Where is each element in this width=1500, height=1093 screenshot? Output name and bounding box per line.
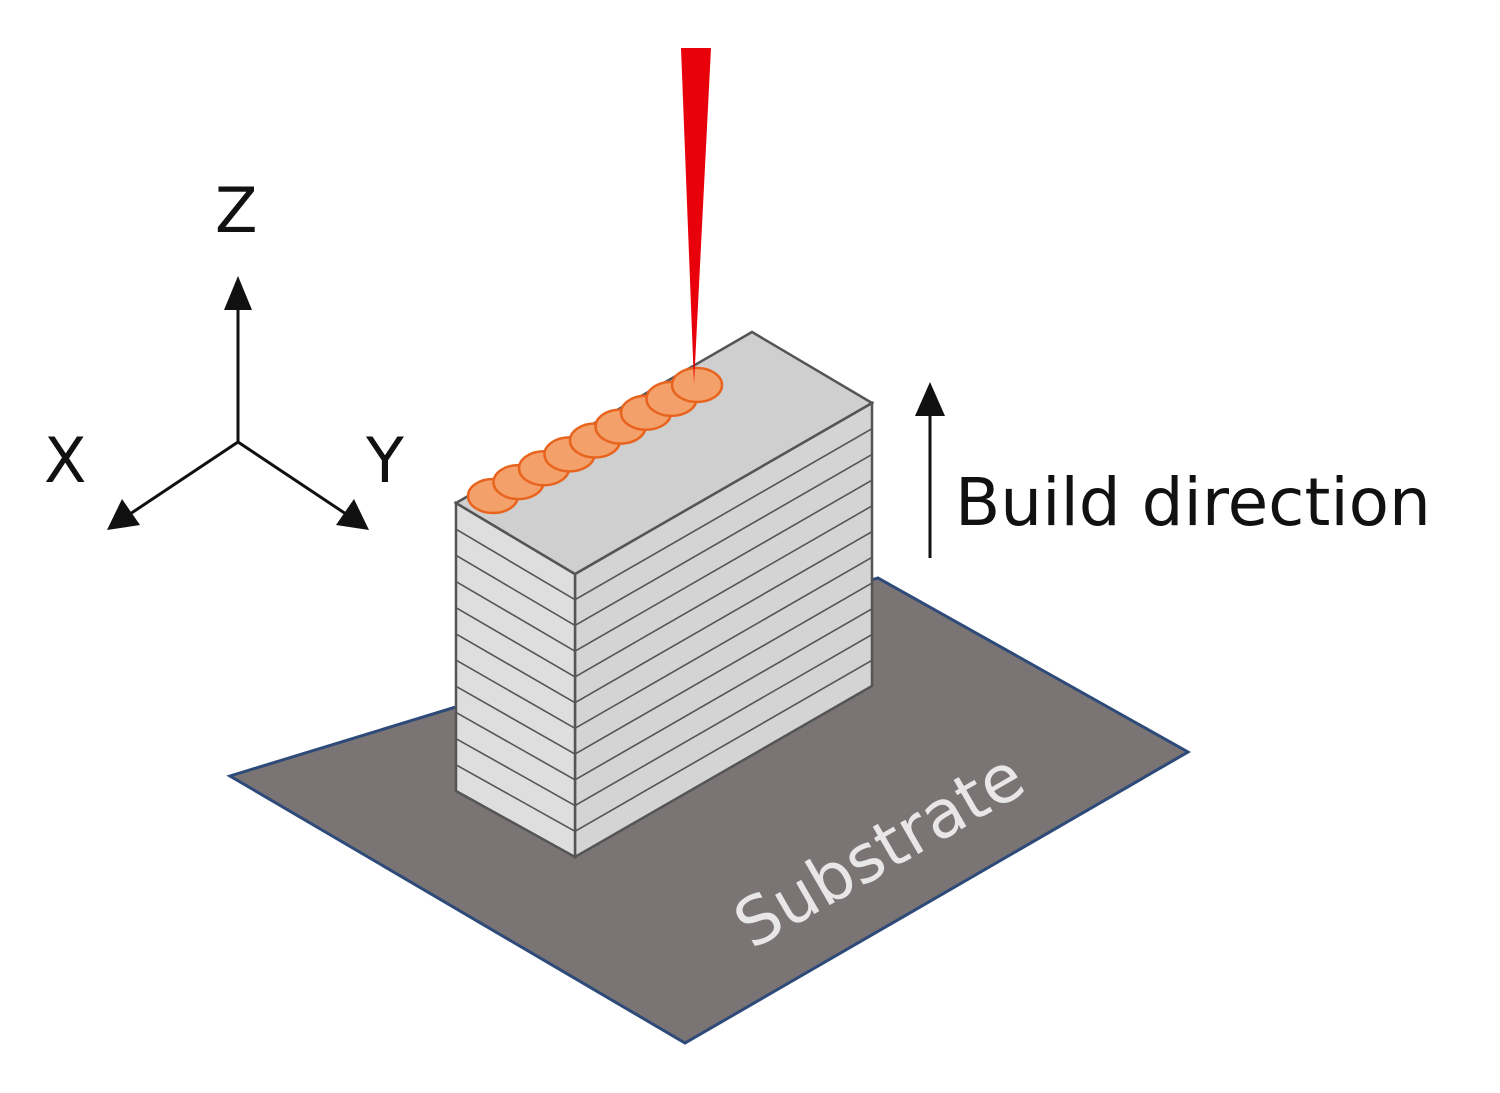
layer-line [574, 633, 873, 807]
laser-beam [681, 48, 711, 384]
z-axis-arrowhead [224, 276, 252, 310]
layer-line [455, 659, 576, 730]
layer-line [574, 453, 873, 627]
layer-line [574, 608, 873, 781]
layer-line [455, 633, 576, 704]
build-direction-arrowhead [915, 382, 945, 416]
layer-line [574, 556, 873, 730]
layer-line [455, 580, 576, 652]
layer-line [455, 554, 576, 627]
x-axis-line [129, 440, 239, 516]
z-axis-label: Z [215, 174, 257, 247]
y-axis-line [237, 440, 347, 516]
layer-line [455, 528, 576, 601]
build-direction-indicator: Build direction [915, 382, 1431, 558]
y-axis-label: Y [365, 424, 404, 497]
layer-line [574, 530, 873, 704]
layer-line [455, 607, 576, 678]
layer-line [574, 479, 873, 652]
layer-line [574, 505, 873, 678]
layer-line [574, 582, 873, 755]
x-axis-arrowhead [107, 499, 140, 530]
layer-line [574, 659, 873, 832]
melt-pool-track [466, 366, 724, 515]
coordinate-axes: Z X Y [44, 174, 404, 530]
x-axis-label: X [44, 424, 86, 497]
layer-line [574, 428, 873, 601]
layer-line [455, 737, 576, 807]
build-direction-label: Build direction [955, 464, 1431, 541]
deposited-layers [455, 428, 873, 832]
melt-pool-bead [670, 366, 724, 404]
layer-line [455, 685, 576, 755]
layer-line [455, 764, 576, 832]
y-axis-arrowhead [336, 499, 369, 530]
layer-line [455, 711, 576, 781]
